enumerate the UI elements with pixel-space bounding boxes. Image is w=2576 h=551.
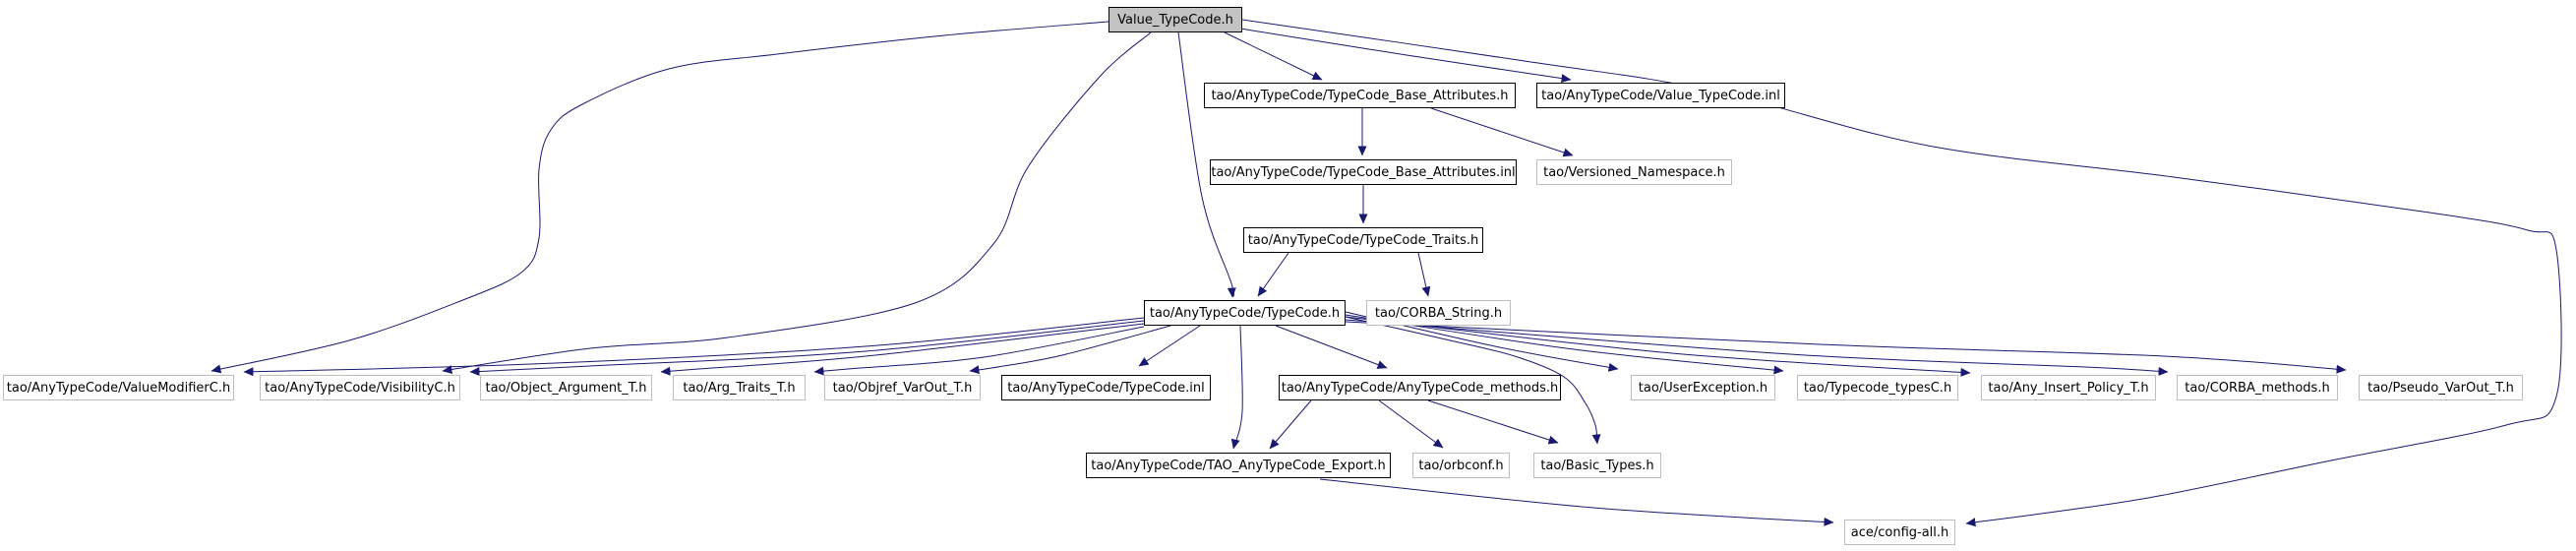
node-typecode_base_attributes_h[interactable]: tao/AnyTypeCode/TypeCode_Base_Attributes… (1204, 83, 1516, 108)
node-tao_anytypecode_export_h[interactable]: tao/AnyTypeCode/TAO_AnyTypeCode_Export.h (1086, 453, 1391, 478)
node-orbconf_h: tao/orbconf.h (1412, 453, 1510, 478)
node-any_insert_policy_t_h: tao/Any_Insert_Policy_T.h (1981, 375, 2156, 400)
node-typecode_base_attributes_inl[interactable]: tao/AnyTypeCode/TypeCode_Base_Attributes… (1210, 159, 1517, 185)
edge-typecode_h-to-pseudo_varout_t_h (1345, 321, 2347, 374)
edge-typecode_traits_h-to-corba_string_h (1417, 252, 1431, 297)
node-typecode_inl[interactable]: tao/AnyTypeCode/TypeCode.inl (1001, 375, 1211, 400)
node-versioned_namespace_h: tao/Versioned_Namespace.h (1536, 159, 1732, 185)
node-typecode_typesc_h: tao/Typecode_typesC.h (1797, 375, 1958, 400)
edge-anytypecode_methods_h-to-basic_types_h (1427, 399, 1559, 445)
node-valuemodifierc_h: tao/AnyTypeCode/ValueModifierC.h (3, 375, 234, 400)
node-anytypecode_methods_h[interactable]: tao/AnyTypeCode/AnyTypeCode_methods.h (1279, 375, 1561, 400)
edge-typecode_traits_h-to-typecode_h (1257, 252, 1289, 297)
node-visibilityc_h: tao/AnyTypeCode/VisibilityC.h (260, 375, 460, 400)
edge-typecode_h-to-typecode_inl (1138, 325, 1201, 367)
node-object_argument_t_h: tao/Object_Argument_T.h (480, 375, 652, 400)
edge-typecode_h-to-object_argument_t_h (660, 323, 1145, 376)
node-pseudo_varout_t_h: tao/Pseudo_VarOut_T.h (2359, 375, 2523, 400)
edge-anytypecode_methods_h-to-orbconf_h (1378, 399, 1444, 449)
edge-typecode_h-to-arg_traits_t_h (813, 326, 1145, 376)
edge-typecode_h-to-objref_varout_t_h (969, 325, 1171, 375)
edge-tao_anytypecode_export_h-to-ace_config_all_h (1319, 478, 1834, 526)
node-typecode_traits_h[interactable]: tao/AnyTypeCode/TypeCode_Traits.h (1243, 227, 1483, 253)
node-value_typecode_h: Value_TypeCode.h (1108, 7, 1242, 32)
edge-typecode_h-to-tao_anytypecode_export_h (1230, 325, 1243, 450)
edge-value_typecode_h-to-visibilityc_h (442, 31, 1152, 375)
edge-typecode_h-to-corba_methods_h (1345, 319, 2169, 376)
edge-anytypecode_methods_h-to-tao_anytypecode_export_h (1269, 399, 1312, 450)
node-typecode_h[interactable]: tao/AnyTypeCode/TypeCode.h (1144, 300, 1346, 326)
edge-value_typecode_h-to-valuemodifierc_h (210, 21, 1109, 374)
edge-typecode_h-to-valuemodifierc_h (243, 317, 1145, 377)
node-ace_config_all_h: ace/config-all.h (1844, 520, 1955, 545)
edge-value_typecode_h-to-value_typecode_inl (1239, 28, 1572, 84)
node-objref_varout_t_h: tao/Objref_VarOut_T.h (824, 375, 981, 400)
node-userexception_h: tao/UserException.h (1631, 375, 1775, 400)
edge-value_typecode_h-to-typecode_h (1177, 31, 1236, 298)
node-basic_types_h: tao/Basic_Types.h (1533, 453, 1661, 478)
edge-typecode_base_attributes_h-to-versioned_namespace_h (1430, 107, 1574, 157)
node-corba_string_h: tao/CORBA_String.h (1366, 300, 1511, 326)
node-corba_methods_h: tao/CORBA_methods.h (2177, 375, 2338, 400)
edge-typecode_h-to-basic_types_h (1345, 316, 1601, 445)
edge-typecode_h-to-anytypecode_methods_h (1275, 325, 1388, 369)
node-arg_traits_t_h: tao/Arg_Traits_T.h (673, 375, 806, 400)
node-value_typecode_inl[interactable]: tao/AnyTypeCode/Value_TypeCode.inl (1536, 83, 1785, 108)
edge-typecode_h-to-visibilityc_h (469, 320, 1145, 377)
edge-value_typecode_h-to-typecode_base_attributes_h (1224, 31, 1323, 81)
